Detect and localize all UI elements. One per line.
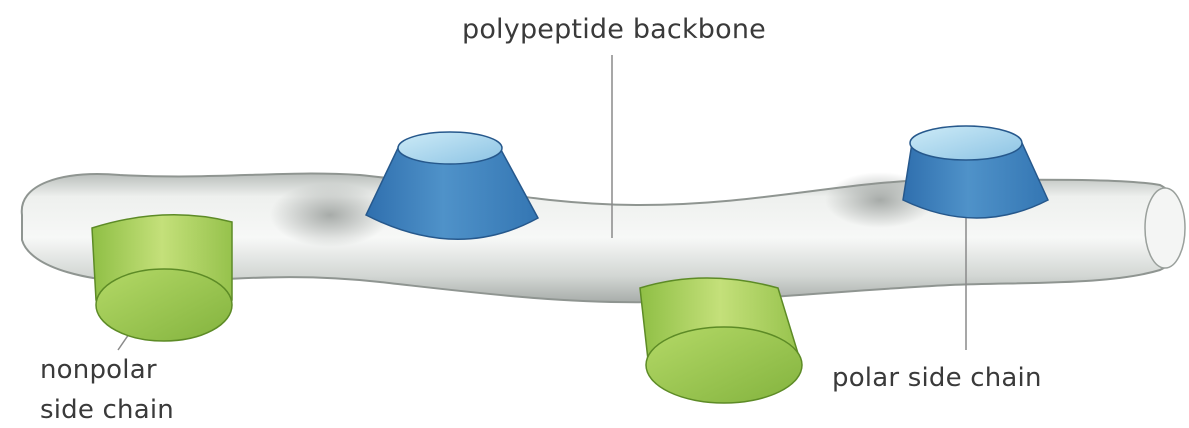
nonpolar-side-chain-cylinder-1	[92, 215, 232, 341]
nonpolar-label-line2: side chain	[40, 392, 174, 428]
nonpolar-label-line1: nonpolar	[40, 352, 157, 388]
backbone-label: polypeptide backbone	[462, 12, 766, 48]
nonpolar-side-chain-cylinder-2	[640, 278, 802, 403]
polar-side-chain-cone-2	[903, 126, 1048, 218]
polar-label: polar side chain	[832, 360, 1042, 396]
